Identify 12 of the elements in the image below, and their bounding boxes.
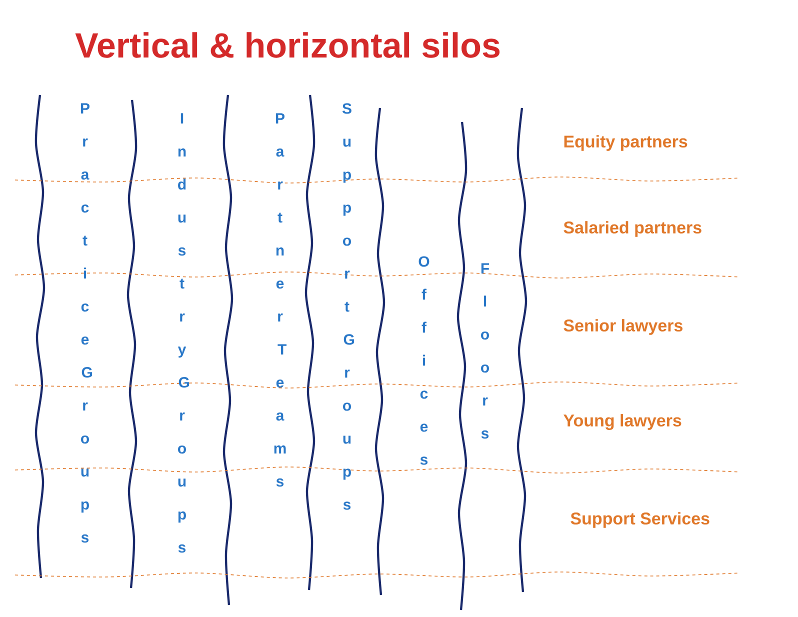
vertical-label: Practice Groups xyxy=(81,103,92,543)
vertical-label: Partner Teams xyxy=(274,113,286,487)
row-label: Support Services xyxy=(570,512,710,528)
vertical-label: Support Groups xyxy=(342,103,354,510)
vertical-label: Offices xyxy=(418,256,430,465)
row-label: Equity partners xyxy=(564,135,688,151)
vertical-label: Floors xyxy=(481,263,490,439)
row-label: Young lawyers xyxy=(564,414,682,430)
vertical-label: Industry Groups xyxy=(178,113,189,553)
row-label: Salaried partners xyxy=(564,221,702,237)
row-label: Senior lawyers xyxy=(564,319,682,335)
title: Vertical & horizontal silos xyxy=(75,32,500,58)
